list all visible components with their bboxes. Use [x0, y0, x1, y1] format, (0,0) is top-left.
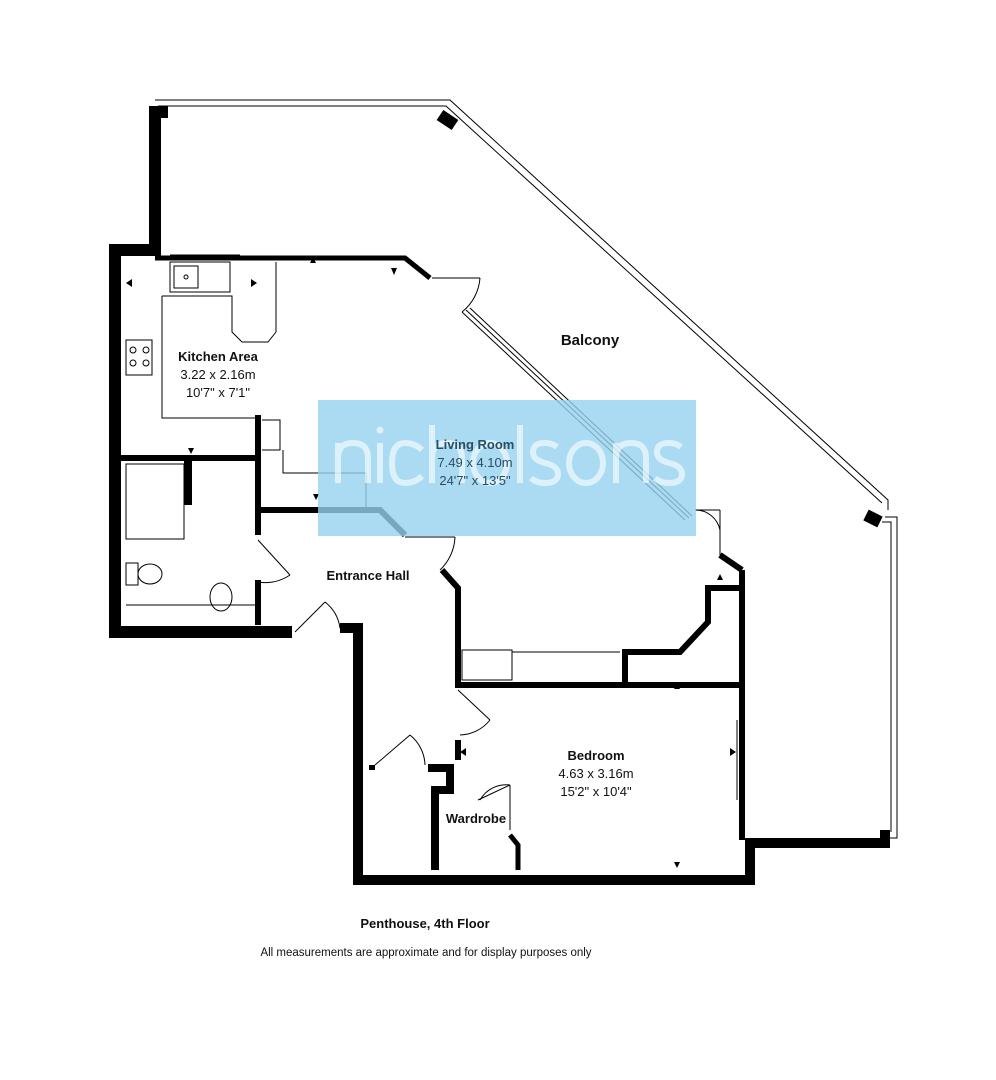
door-swings — [257, 277, 721, 830]
floor-title: Penthouse, 4th Floor — [360, 916, 490, 931]
room-label-kitchen: Kitchen Area 3.22 x 2.16m 10'7" x 7'1" — [178, 349, 258, 400]
watermark-logo — [335, 425, 686, 487]
outer-walls — [109, 106, 890, 885]
arrow-markers — [126, 257, 736, 868]
room-label-bedroom: Bedroom 4.63 x 3.16m 15'2" x 10'4" — [558, 748, 634, 799]
watermark — [318, 400, 696, 536]
room-label-hall: Entrance Hall — [326, 568, 410, 583]
room-label-wardrobe: Wardrobe — [445, 811, 507, 826]
room-label-balcony: Balcony — [560, 332, 620, 349]
disclaimer: All measurements are approximate and for… — [260, 947, 592, 959]
balcony-railing — [155, 99, 898, 839]
room-label-living: Living Room 7.49 x 4.10m 24'7" x 13'5" — [435, 437, 515, 488]
